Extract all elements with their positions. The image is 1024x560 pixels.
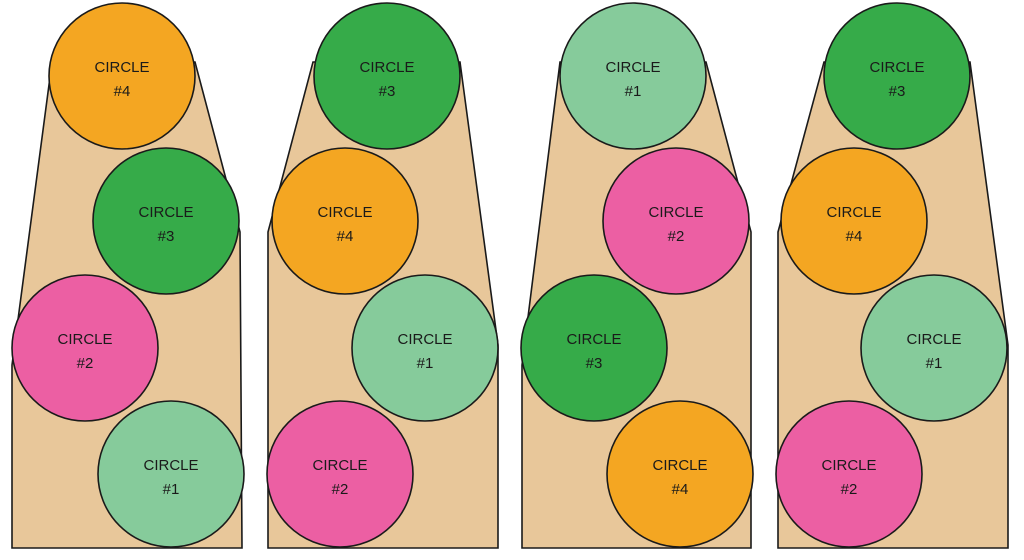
circle-4: CIRCLE #4 <box>780 147 928 295</box>
circle-1: CIRCLE #1 <box>97 400 245 548</box>
circle-label: CIRCLE <box>312 457 367 474</box>
circle-label: CIRCLE <box>906 331 961 348</box>
circle-number: #1 <box>926 355 943 372</box>
circle-number: #2 <box>841 481 858 498</box>
circle-2: CIRCLE #2 <box>266 400 414 548</box>
circle-number: #4 <box>337 228 354 245</box>
circle-disc <box>271 147 419 295</box>
circle-disc <box>775 400 923 548</box>
circle-label: CIRCLE <box>138 204 193 221</box>
circle-number: #3 <box>379 83 396 100</box>
circle-disc <box>559 2 707 150</box>
circle-2: CIRCLE #2 <box>602 147 750 295</box>
circle-2: CIRCLE #2 <box>11 274 159 422</box>
circle-2: CIRCLE #2 <box>775 400 923 548</box>
circle-number: #2 <box>332 481 349 498</box>
circle-3: CIRCLE #3 <box>823 2 971 150</box>
circle-number: #1 <box>163 481 180 498</box>
circle-number: #1 <box>625 83 642 100</box>
circle-label: CIRCLE <box>317 204 372 221</box>
circle-number: #4 <box>846 228 863 245</box>
circle-disc <box>313 2 461 150</box>
circle-1: CIRCLE #1 <box>351 274 499 422</box>
circle-number: #3 <box>586 355 603 372</box>
circle-label: CIRCLE <box>94 59 149 76</box>
circle-disc <box>92 147 240 295</box>
circle-label: CIRCLE <box>359 59 414 76</box>
circle-disc <box>823 2 971 150</box>
circle-label: CIRCLE <box>652 457 707 474</box>
circle-3: CIRCLE #3 <box>520 274 668 422</box>
circle-1: CIRCLE #1 <box>559 2 707 150</box>
circle-4: CIRCLE #4 <box>271 147 419 295</box>
circle-3: CIRCLE #3 <box>92 147 240 295</box>
circle-label: CIRCLE <box>566 331 621 348</box>
circle-label: CIRCLE <box>57 331 112 348</box>
circle-disc <box>860 274 1008 422</box>
circle-number: #4 <box>672 481 689 498</box>
circle-disc <box>351 274 499 422</box>
circle-number: #4 <box>114 83 131 100</box>
circle-disc <box>780 147 928 295</box>
circle-1: CIRCLE #1 <box>860 274 1008 422</box>
circle-disc <box>606 400 754 548</box>
circle-disc <box>48 2 196 150</box>
circle-number: #3 <box>158 228 175 245</box>
circle-label: CIRCLE <box>605 59 660 76</box>
circle-label: CIRCLE <box>826 204 881 221</box>
circle-label: CIRCLE <box>397 331 452 348</box>
circle-3: CIRCLE #3 <box>313 2 461 150</box>
circle-disc <box>520 274 668 422</box>
circle-disc <box>97 400 245 548</box>
circle-disc <box>266 400 414 548</box>
circle-label: CIRCLE <box>821 457 876 474</box>
circle-disc <box>602 147 750 295</box>
circle-number: #1 <box>417 355 434 372</box>
circle-label: CIRCLE <box>143 457 198 474</box>
circle-label: CIRCLE <box>869 59 924 76</box>
circle-4: CIRCLE #4 <box>48 2 196 150</box>
circle-number: #2 <box>668 228 685 245</box>
circle-disc <box>11 274 159 422</box>
circle-4: CIRCLE #4 <box>606 400 754 548</box>
circle-number: #3 <box>889 83 906 100</box>
circle-label: CIRCLE <box>648 204 703 221</box>
circle-number: #2 <box>77 355 94 372</box>
